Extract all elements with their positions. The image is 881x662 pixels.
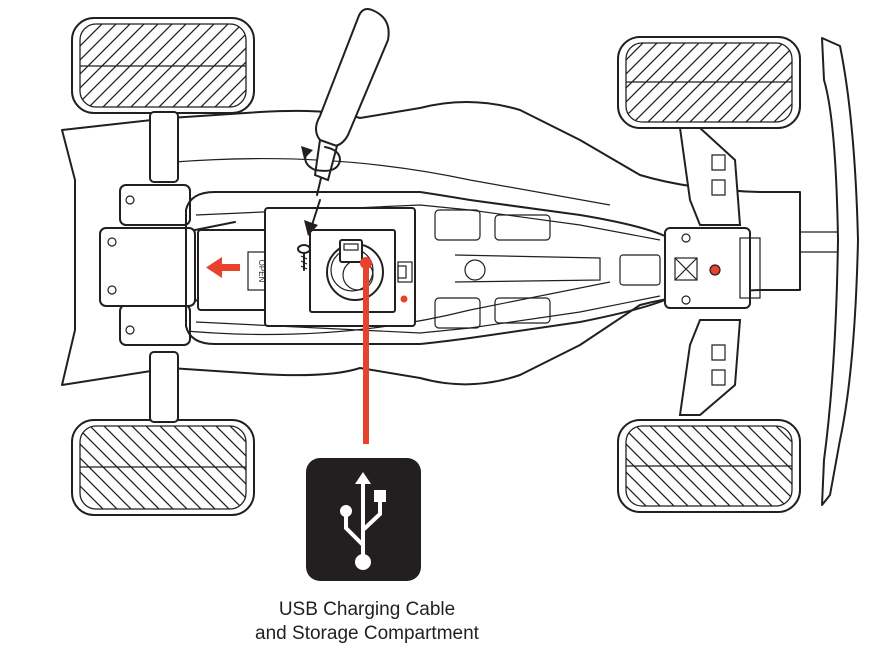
wheel-front-right bbox=[617, 419, 801, 513]
wheel-front-left bbox=[617, 36, 801, 129]
rear-axle-assembly bbox=[99, 111, 236, 423]
wheel-rear-left bbox=[71, 17, 255, 114]
battery-door-open-label: OPEN bbox=[257, 260, 266, 283]
front-axle-assembly bbox=[664, 127, 761, 416]
rotate-arrow-icon bbox=[301, 146, 341, 172]
screwdriver-icon bbox=[313, 8, 390, 196]
caption-line-1: USB Charging Cable bbox=[278, 599, 456, 620]
wheel-rear-right bbox=[71, 419, 255, 516]
insert-arrow-icon bbox=[304, 199, 321, 236]
slide-arrow-icon bbox=[206, 257, 240, 278]
callout-line bbox=[360, 257, 372, 444]
front-bumper bbox=[800, 37, 859, 506]
compartment-screw bbox=[297, 244, 311, 271]
usb-symbol-icon bbox=[306, 458, 421, 581]
caption-line-2: and Storage Compartment bbox=[255, 623, 479, 644]
storage-compartment bbox=[264, 207, 416, 327]
